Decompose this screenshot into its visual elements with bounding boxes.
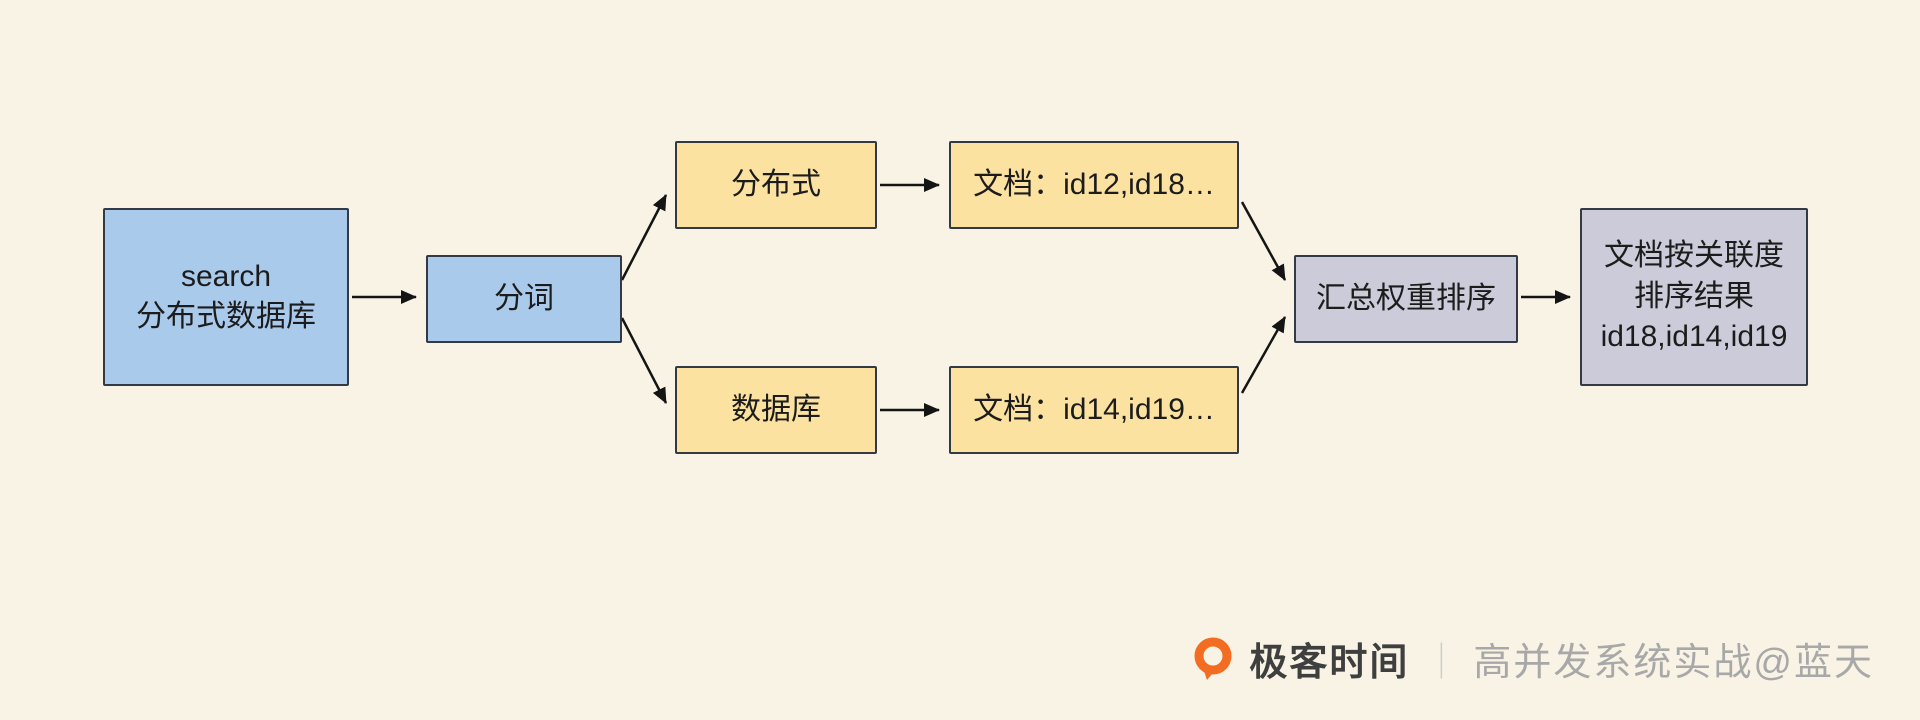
credit-text: 高并发系统实战@蓝天 (1473, 642, 1874, 684)
arrow-doc-b-to-rank (1240, 316, 1287, 394)
node-ranked-result: 文档按关联度 排序结果 id18,id14,id19 (1580, 208, 1808, 386)
node-doc-list-b-label: 文档：id14,id19… (973, 392, 1215, 426)
watermark: 极客时间 ｜ 高并发系统实战@蓝天 (1189, 631, 1874, 686)
node-doc-list-b: 文档：id14,id19… (949, 366, 1239, 454)
node-search-line-1: search (180, 259, 272, 293)
node-weight-rank-label: 汇总权重排序 (1316, 281, 1496, 315)
node-ranked-result-line-2: 排序结果 (1634, 279, 1754, 313)
geektime-logo-icon (1189, 635, 1237, 683)
node-term-database-label: 数据库 (731, 392, 821, 426)
node-term-distributed-label: 分布式 (731, 167, 821, 201)
brand-divider: ｜ (1423, 640, 1460, 682)
node-tokenize: 分词 (426, 255, 622, 343)
node-ranked-result-line-1: 文档按关联度 (1604, 239, 1784, 273)
brand-name: 极客时间 (1249, 642, 1410, 684)
arrow-doc-a-to-rank (1240, 201, 1287, 281)
node-weight-rank: 汇总权重排序 (1294, 255, 1518, 343)
node-term-distributed: 分布式 (675, 141, 877, 229)
node-search-line-2: 分布式数据库 (136, 300, 316, 333)
arrow-tokenize-to-database (620, 317, 668, 404)
node-search-query: search 分布式数据库 (103, 208, 349, 386)
node-term-database: 数据库 (675, 366, 877, 454)
node-tokenize-label: 分词 (494, 281, 554, 315)
node-ranked-result-line-3: id18,id14,id19 (1600, 320, 1788, 354)
node-doc-list-a-label: 文档：id12,id18… (973, 167, 1215, 201)
node-doc-list-a: 文档：id12,id18… (949, 141, 1239, 229)
arrow-tokenize-to-distributed (620, 194, 668, 281)
